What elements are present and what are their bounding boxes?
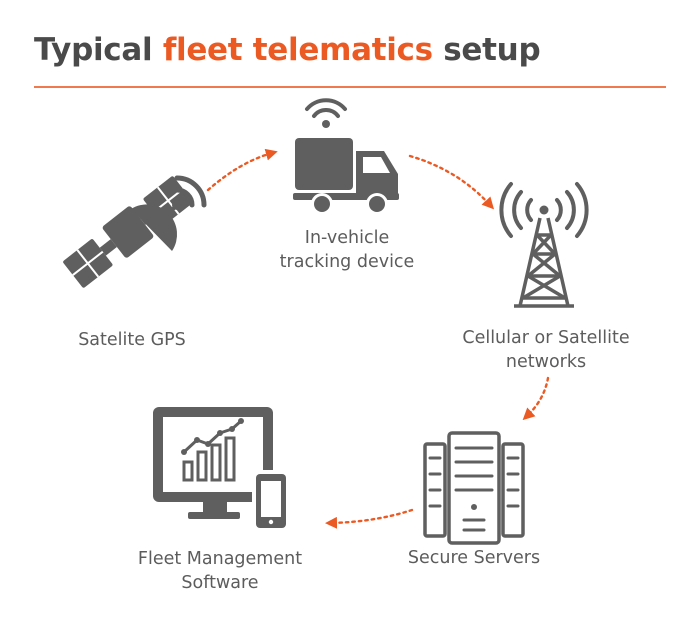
arrow-device-to-network — [408, 154, 495, 210]
arrow-network-to-servers — [522, 376, 550, 421]
server-icon — [423, 431, 525, 545]
page-title: Typical fleet telematics setup — [34, 32, 541, 68]
truck-icon — [293, 98, 399, 215]
label-satellite-gps: Satelite GPS — [62, 328, 202, 352]
label-line: Fleet Management — [137, 549, 303, 569]
label-line: Secure Servers — [407, 548, 541, 568]
label-line: Cellular or Satellite — [462, 328, 630, 348]
arrow-servers-to-software — [325, 508, 414, 529]
label-line: Software — [181, 573, 259, 593]
label-line: tracking device — [279, 252, 415, 272]
label-in-vehicle-tracking-device: In-vehicle tracking device — [262, 226, 432, 274]
cell-tower-icon — [499, 182, 589, 308]
label-line: In-vehicle — [304, 228, 390, 248]
label-cellular-satellite-networks: Cellular or Satellite networks — [446, 326, 646, 374]
title-divider — [34, 86, 666, 88]
title-part-1: Typical — [34, 32, 163, 68]
label-line: networks — [505, 352, 587, 372]
satellite-icon — [63, 175, 207, 288]
label-fleet-management-software: Fleet Management Software — [120, 547, 320, 595]
monitor-tablet-chart-icon — [153, 407, 290, 532]
label-line: Satelite GPS — [78, 330, 186, 350]
title-part-2: setup — [432, 32, 541, 68]
title-highlight: fleet telematics — [162, 32, 433, 68]
label-secure-servers: Secure Servers — [389, 546, 559, 570]
arrow-gps-to-device — [206, 148, 278, 192]
